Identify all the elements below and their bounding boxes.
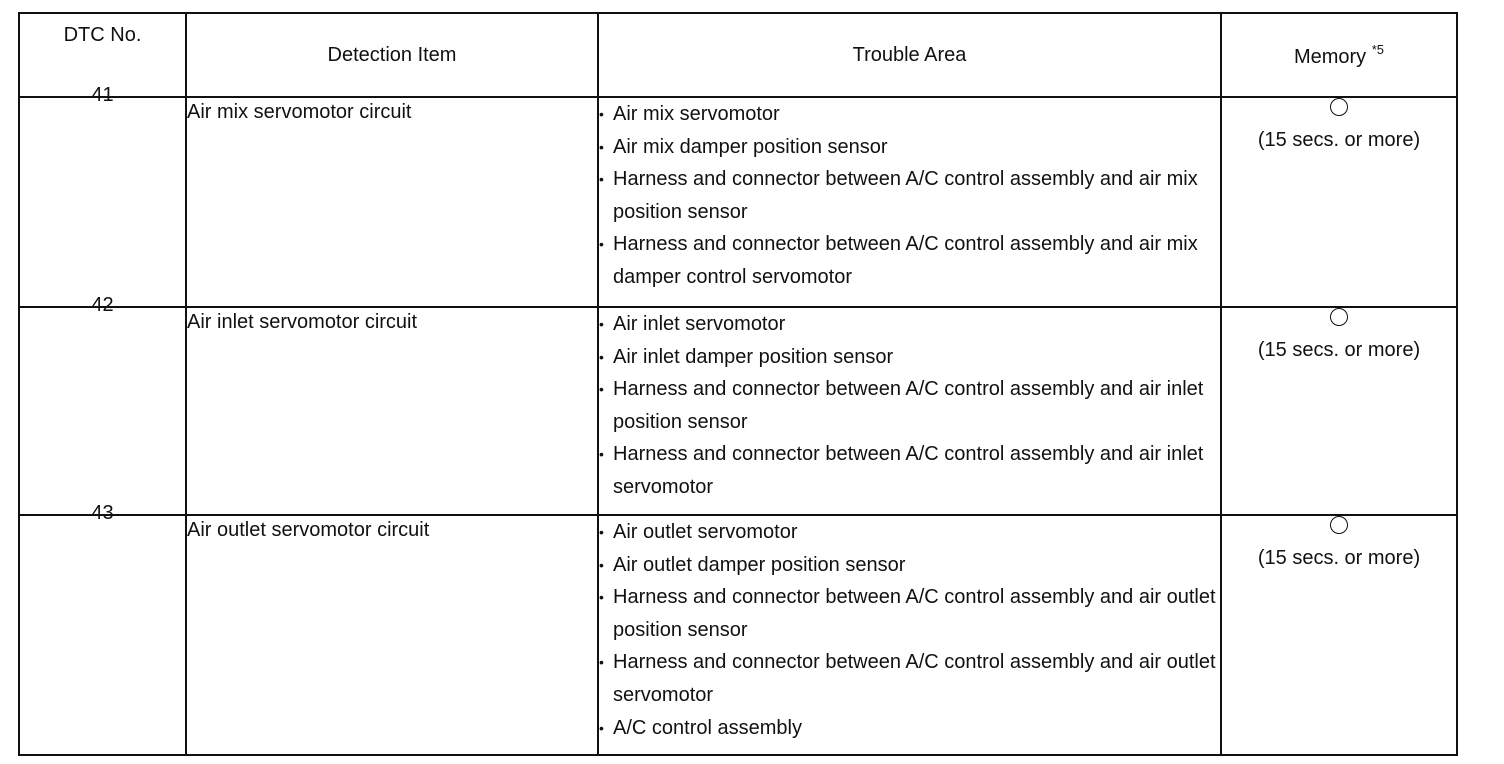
bullet-icon: • xyxy=(599,524,604,540)
trouble-area-text: Air mix damper position sensor xyxy=(613,135,888,158)
list-item: • Air inlet servomotor xyxy=(599,308,1220,341)
list-item: • Harness and connector between A/C contr… xyxy=(599,581,1220,646)
header-memory-footnote: *5 xyxy=(1371,41,1385,57)
trouble-area-cell: • Air mix servomotor • Air mix damper posi… xyxy=(597,96,1222,308)
memory-cell: (15 secs. or more) xyxy=(1220,514,1458,756)
list-item: • Air outlet servomotor xyxy=(599,516,1220,549)
list-item: • Air mix damper position sensor xyxy=(599,131,1220,164)
detection-item-cell: Air mix servomotor circuit xyxy=(185,96,599,308)
table-row: 43 Air outlet servomotor circuit • Air ou… xyxy=(18,502,1458,756)
dtc-no: 43 xyxy=(91,502,114,524)
list-item: • A/C control assembly xyxy=(599,712,1220,745)
list-item: • Harness and connector between A/C contr… xyxy=(599,438,1220,503)
list-item: • Harness and connector between A/C contr… xyxy=(599,373,1220,438)
list-item: • Air outlet damper position sensor xyxy=(599,549,1220,582)
circle-icon xyxy=(1330,308,1348,326)
header-dtc-no: DTC No. xyxy=(18,12,187,98)
trouble-area-text: Air inlet damper position sensor xyxy=(613,345,894,368)
list-item: • Harness and connector between A/C contr… xyxy=(599,228,1220,293)
trouble-area-list: • Air mix servomotor • Air mix damper posi… xyxy=(599,98,1220,294)
table-row: 42 Air inlet servomotor circuit • Air inl… xyxy=(18,294,1458,516)
dtc-no-cell: 41 xyxy=(18,84,187,308)
bullet-icon: • xyxy=(599,236,604,253)
trouble-area-text: Harness and connector between A/C contro… xyxy=(613,378,1204,433)
bullet-icon: • xyxy=(599,106,604,122)
trouble-area-cell: • Air inlet servomotor • Air inlet damper … xyxy=(597,306,1222,516)
trouble-area-text: Harness and connector between A/C contro… xyxy=(613,168,1198,223)
list-item: • Air inlet damper position sensor xyxy=(599,341,1220,374)
trouble-area-text: Harness and connector between A/C contro… xyxy=(613,651,1216,706)
header-row: DTC No. Detection Item Trouble Area Memo… xyxy=(18,12,1458,98)
bullet-icon: • xyxy=(599,589,604,606)
dtc-no-cell: 42 xyxy=(18,294,187,516)
header-memory-label: Memory xyxy=(1293,45,1367,68)
table-row: 41 Air mix servomotor circuit • Air mix s… xyxy=(18,84,1458,308)
trouble-area-text: Air mix servomotor xyxy=(613,103,780,125)
trouble-area-text: Harness and connector between A/C contro… xyxy=(613,443,1204,498)
bullet-icon: • xyxy=(599,556,604,573)
bullet-icon: • xyxy=(599,446,604,463)
bullet-icon: • xyxy=(599,719,604,736)
header-trouble-area: Trouble Area xyxy=(597,12,1222,98)
bullet-icon: • xyxy=(599,138,604,155)
list-item: • Harness and connector between A/C contr… xyxy=(599,646,1220,711)
trouble-area-cell: • Air outlet servomotor • Air outlet dampe… xyxy=(597,514,1222,756)
bullet-icon: • xyxy=(599,381,604,398)
detection-item-cell: Air outlet servomotor circuit xyxy=(185,514,599,756)
trouble-area-text: Harness and connector between A/C contro… xyxy=(613,586,1216,641)
dtc-table: DTC No. Detection Item Trouble Area Memo… xyxy=(18,12,1458,756)
trouble-area-text: A/C control assembly xyxy=(613,716,802,739)
memory-cell: (15 secs. or more) xyxy=(1220,96,1458,308)
list-item: • Harness and connector between A/C contr… xyxy=(599,163,1220,228)
trouble-area-list: • Air outlet servomotor • Air outlet dampe… xyxy=(599,516,1220,744)
trouble-area-text: Air outlet servomotor xyxy=(613,521,798,543)
memory-text: (15 secs. or more) xyxy=(1257,547,1421,569)
trouble-area-text: Air outlet damper position sensor xyxy=(613,553,906,576)
trouble-area-list: • Air inlet servomotor • Air inlet damper … xyxy=(599,308,1220,504)
list-item: • Air mix servomotor xyxy=(599,98,1220,131)
bullet-icon: • xyxy=(599,171,604,188)
dtc-table-container: DTC No. Detection Item Trouble Area Memo… xyxy=(18,12,1458,756)
bullet-icon: • xyxy=(599,654,604,671)
trouble-area-text: Air inlet servomotor xyxy=(613,313,786,335)
bullet-icon: • xyxy=(599,348,604,365)
circle-icon xyxy=(1330,516,1348,534)
dtc-no: 41 xyxy=(91,84,114,106)
memory-text: (15 secs. or more) xyxy=(1257,339,1421,361)
memory-text: (15 secs. or more) xyxy=(1257,129,1421,151)
dtc-no-cell: 43 xyxy=(18,502,187,756)
bullet-icon: • xyxy=(599,316,604,332)
memory-cell: (15 secs. or more) xyxy=(1220,306,1458,516)
header-memory: Memory *5 xyxy=(1220,12,1458,98)
circle-icon xyxy=(1330,98,1348,116)
detection-item-cell: Air inlet servomotor circuit xyxy=(185,306,599,516)
header-detection-item: Detection Item xyxy=(185,12,599,98)
trouble-area-text: Harness and connector between A/C contro… xyxy=(613,233,1198,288)
dtc-no: 42 xyxy=(91,294,114,316)
